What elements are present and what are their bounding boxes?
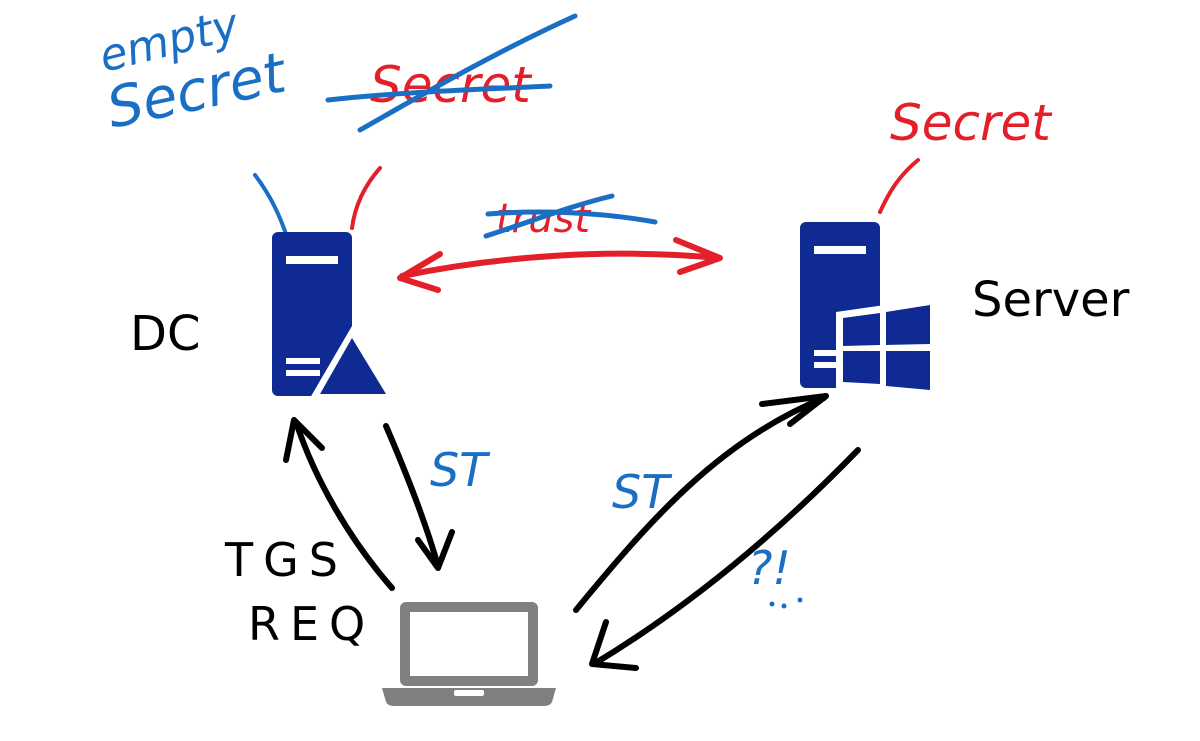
- st-to-server-arrowhead: [759, 393, 829, 427]
- st-dc-label: ST: [430, 443, 491, 497]
- windows-pane-tl: [843, 313, 880, 346]
- dc-label: DC: [130, 306, 200, 362]
- st-from-dc-arrow-line: [383, 423, 441, 569]
- question-dot-2: [781, 603, 787, 609]
- question-dot-1: [769, 601, 775, 607]
- tgs-req-line1: TGS: [224, 533, 348, 587]
- trust-strike-diagonal: [483, 193, 615, 239]
- strike-horizontal: [325, 83, 553, 103]
- server-drive-slot-1: [814, 350, 844, 356]
- st-from-dc-arrow: [383, 423, 455, 571]
- struck-secret-label: Secret: [325, 13, 578, 133]
- st-from-dc-arrowhead: [415, 529, 455, 571]
- dc-triangle-icon: [320, 338, 386, 394]
- struck-secret-text: Secret: [370, 56, 533, 114]
- laptop-icon: [382, 602, 556, 706]
- laptop-trackpad: [454, 690, 484, 696]
- empty-secret-connector: [253, 173, 290, 242]
- server-response-arrow: [589, 447, 861, 671]
- struck-secret-connector: [350, 166, 382, 230]
- windows-pane-br: [886, 351, 930, 390]
- dc-drive-slot-top: [286, 256, 338, 264]
- question-dot-3: [797, 597, 803, 603]
- trust-arrowhead-left: [397, 251, 443, 293]
- tgs-req-label: TGS REQ: [224, 533, 375, 651]
- server-secret-label: Secret: [890, 94, 1053, 152]
- server-drive-slot-2: [814, 362, 844, 368]
- windows-pane-bl: [843, 351, 880, 384]
- server-drive-slot-top: [814, 246, 866, 254]
- tgs-req-arrow: [283, 417, 395, 591]
- laptop-screen: [410, 612, 528, 676]
- trust-arrow-line: [399, 250, 721, 279]
- question-dots: [769, 597, 803, 609]
- tgs-req-line2: REQ: [248, 597, 375, 651]
- question-label: ?!: [748, 541, 791, 595]
- trust-arrowhead-right: [673, 237, 723, 275]
- server-label: Server: [972, 272, 1130, 328]
- tgs-req-arrowhead: [283, 417, 325, 463]
- laptop-base: [382, 688, 556, 706]
- server-secret-connector: [878, 158, 920, 214]
- trust-arrow: [397, 237, 723, 293]
- trust-strike-horizontal: [485, 209, 658, 225]
- st-server-label: ST: [612, 465, 673, 519]
- windows-pane-tr: [886, 305, 930, 345]
- dc-drive-slot-1: [286, 358, 320, 364]
- domain-controller-server-icon: [272, 232, 394, 398]
- windows-server-icon: [800, 222, 934, 396]
- tgs-req-arrow-line: [293, 419, 395, 591]
- server-response-arrowhead: [589, 619, 639, 671]
- st-to-server-arrow: [573, 393, 829, 613]
- struck-trust-label: trust: [483, 193, 658, 242]
- dc-tower: [272, 232, 352, 396]
- server-response-arrow-line: [591, 447, 861, 667]
- strike-diagonal: [357, 13, 578, 133]
- dc-drive-slot-2: [286, 370, 320, 376]
- empty-secret-label: empty Secret: [94, 0, 293, 142]
- st-to-server-arrow-line: [573, 395, 827, 613]
